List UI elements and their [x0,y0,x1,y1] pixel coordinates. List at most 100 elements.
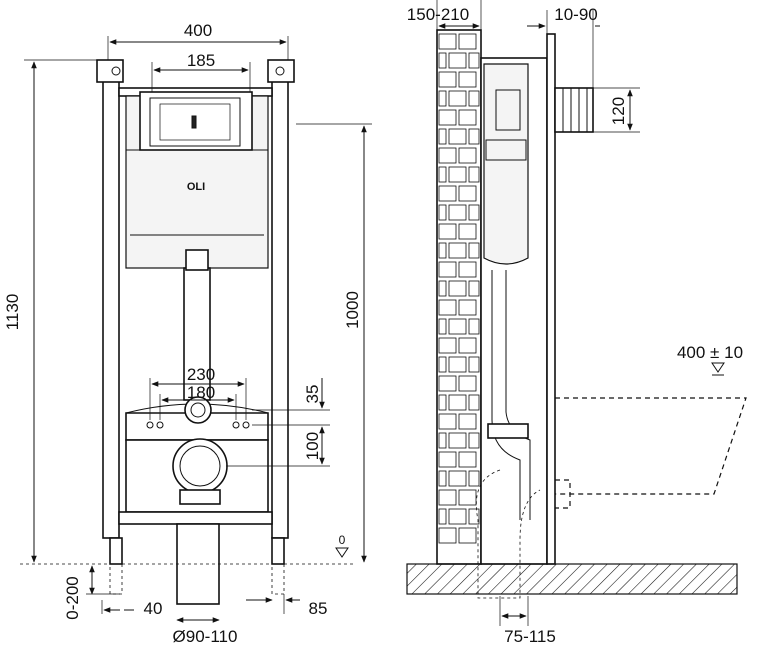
dim-inlet-height: 120 [609,97,628,125]
brick [438,166,447,183]
brick [438,204,447,221]
right-top-bracket [267,59,295,83]
bottom-rail [118,511,273,525]
dim-inlet-height: 1000 [343,291,362,329]
brick [458,299,477,316]
cistern-side [483,63,529,265]
brick [438,394,447,411]
dim-wall-depth: 150-210 [407,5,469,24]
brick [468,52,480,69]
brick [458,337,477,354]
dim-bolt-spacing-inner: 180 [187,383,215,402]
left-post [102,61,120,539]
brick [458,261,477,278]
brick [438,489,457,506]
brick [458,489,477,506]
floor-marker-icon [335,547,349,558]
front-panel [546,33,556,565]
brick [448,280,467,297]
dim-total-height: 1130 [3,294,22,331]
drain-connector [172,438,228,494]
bolt-hole-right-outer [242,421,250,429]
brick [438,508,447,525]
brick [438,337,457,354]
dim-plate-offset: 10-90 [554,5,597,24]
brick [438,128,447,145]
brick [438,413,457,430]
brick [448,204,467,221]
brick [438,318,447,335]
brick [458,375,477,392]
bowl-height-marker-icon [711,362,725,373]
bolt-hole-left-outer [146,421,154,429]
brick [438,451,457,468]
brick [448,166,467,183]
brick [448,318,467,335]
right-post [271,61,289,539]
brick [468,280,480,297]
brick [468,318,480,335]
wall-bricks [438,33,480,544]
brick [448,90,467,107]
brick [438,71,457,88]
brick [458,109,477,126]
floor-hatched [406,563,738,595]
brick [438,52,447,69]
brick [438,375,457,392]
brick [468,128,480,145]
brick [448,470,467,487]
dim-plate-width: 185 [187,51,215,70]
brick [438,432,447,449]
brick [438,147,457,164]
brick [438,242,447,259]
brick [458,185,477,202]
brick [438,299,457,316]
left-leg [109,537,123,565]
brick [458,413,477,430]
brick [458,71,477,88]
side-view: 150-210 10-90 120 400 ± 10 75-115 [406,0,747,646]
brick [448,242,467,259]
right-leg [271,537,285,565]
dim-bowl-height: 400 ± 10 [677,343,743,362]
brick [438,223,457,240]
bolt-hole-right-inner [232,421,240,429]
brick [468,356,480,373]
brick [438,90,447,107]
brick [448,432,467,449]
left-top-bracket [96,59,124,83]
brand-label: OLI [187,181,205,193]
front-view: OLI 400 18 [3,21,372,646]
brick [468,508,480,525]
brick [468,242,480,259]
floor-zero-label: 0 [339,533,346,547]
brick [438,185,457,202]
brick [438,527,457,544]
brick [468,90,480,107]
dim-drain-diameter: Ø90-110 [173,627,238,646]
brick [438,470,447,487]
brick [468,470,480,487]
brick [468,432,480,449]
dim-leg-offset-right: 85 [309,599,328,618]
dim-width: 400 [184,21,212,40]
brick [438,280,447,297]
brick [448,508,467,525]
brick [458,527,477,544]
brick [468,394,480,411]
brick [438,109,457,126]
brick [438,33,457,50]
brick [458,147,477,164]
brick [458,223,477,240]
dim-offset-upper: 35 [303,385,322,404]
bolt-hole-left-inner [156,421,164,429]
brick [468,166,480,183]
brick [448,394,467,411]
flush-outlet [184,396,212,424]
brick [438,261,457,278]
dim-drain-offset: 75-115 [504,627,556,646]
brick [448,356,467,373]
brick [458,451,477,468]
toilet-bowl-outline [555,397,747,495]
